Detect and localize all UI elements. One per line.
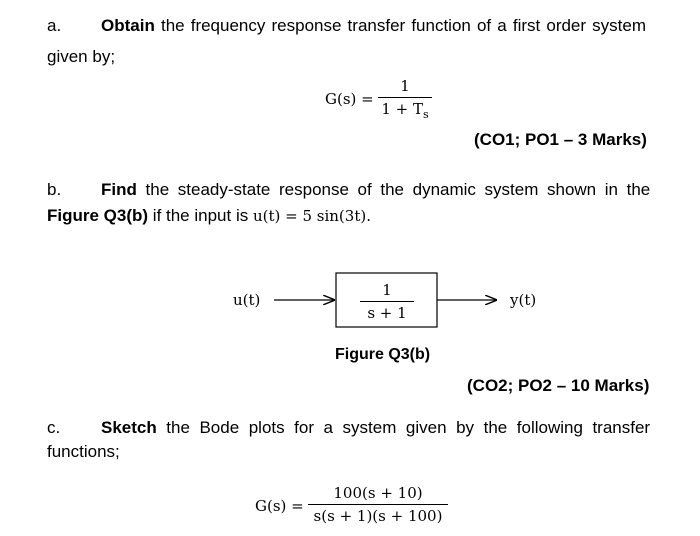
part-c-eq-den: s(s + 1)(s + 100) xyxy=(313,507,443,525)
part-a-line1: Obtain the frequency response transfer f… xyxy=(101,16,646,36)
part-b-lead: Find xyxy=(101,180,137,199)
block-num: 1 xyxy=(382,281,392,299)
fraction-bar xyxy=(378,97,432,98)
part-a-fraction: 1 1 + Ts xyxy=(378,77,432,124)
figure-ref: Figure Q3(b) xyxy=(47,206,149,225)
part-c-eq-num: 100(s + 10) xyxy=(333,484,423,502)
part-c-label: c. xyxy=(47,418,61,437)
part-c-lead: Sketch xyxy=(101,418,157,437)
part-a-eq-num: 1 xyxy=(400,77,410,95)
part-b-marks: (CO2; PO2 – 10 Marks) xyxy=(467,376,650,395)
input-expression: u(t) = 5 sin(3t). xyxy=(252,207,371,225)
part-a-label: a. xyxy=(47,16,62,35)
block-diagram xyxy=(274,272,700,328)
part-a-marks: (CO1; PO1 – 3 Marks) xyxy=(474,130,647,149)
part-c-line2: functions; xyxy=(47,442,120,461)
part-c-line1: Sketch the Bode plots for a system given… xyxy=(101,418,650,438)
part-b-label: b. xyxy=(47,180,62,199)
fraction-bar xyxy=(308,504,448,505)
part-a-lead: Obtain xyxy=(101,16,155,35)
part-a-rest: the frequency response transfer function… xyxy=(154,16,647,35)
diagram-output-label: y(t) xyxy=(510,291,537,309)
part-a-eq-den: 1 + Ts xyxy=(381,100,429,121)
block-den: s + 1 xyxy=(367,304,407,322)
part-b-rest: the steady-state response of the dynamic… xyxy=(136,180,651,199)
diagram-input-label: u(t) xyxy=(233,291,261,309)
part-c-fraction: 100(s + 10) s(s + 1)(s + 100) xyxy=(308,484,448,525)
figure-caption: Figure Q3(b) xyxy=(335,346,431,363)
part-a-line2: given by; xyxy=(47,47,116,66)
block-fraction: 1 s + 1 xyxy=(360,281,414,322)
part-b-line2: Figure Q3(b) if the input is u(t) = 5 si… xyxy=(47,206,371,225)
part-a-eq-lhs: G(s) = xyxy=(325,90,374,108)
part-c-rest: the Bode plots for a system given by the… xyxy=(156,418,651,437)
part-c-eq-lhs: G(s) = xyxy=(255,497,304,515)
part-b-line1: Find the steady-state response of the dy… xyxy=(101,180,650,200)
fraction-bar xyxy=(360,301,414,302)
